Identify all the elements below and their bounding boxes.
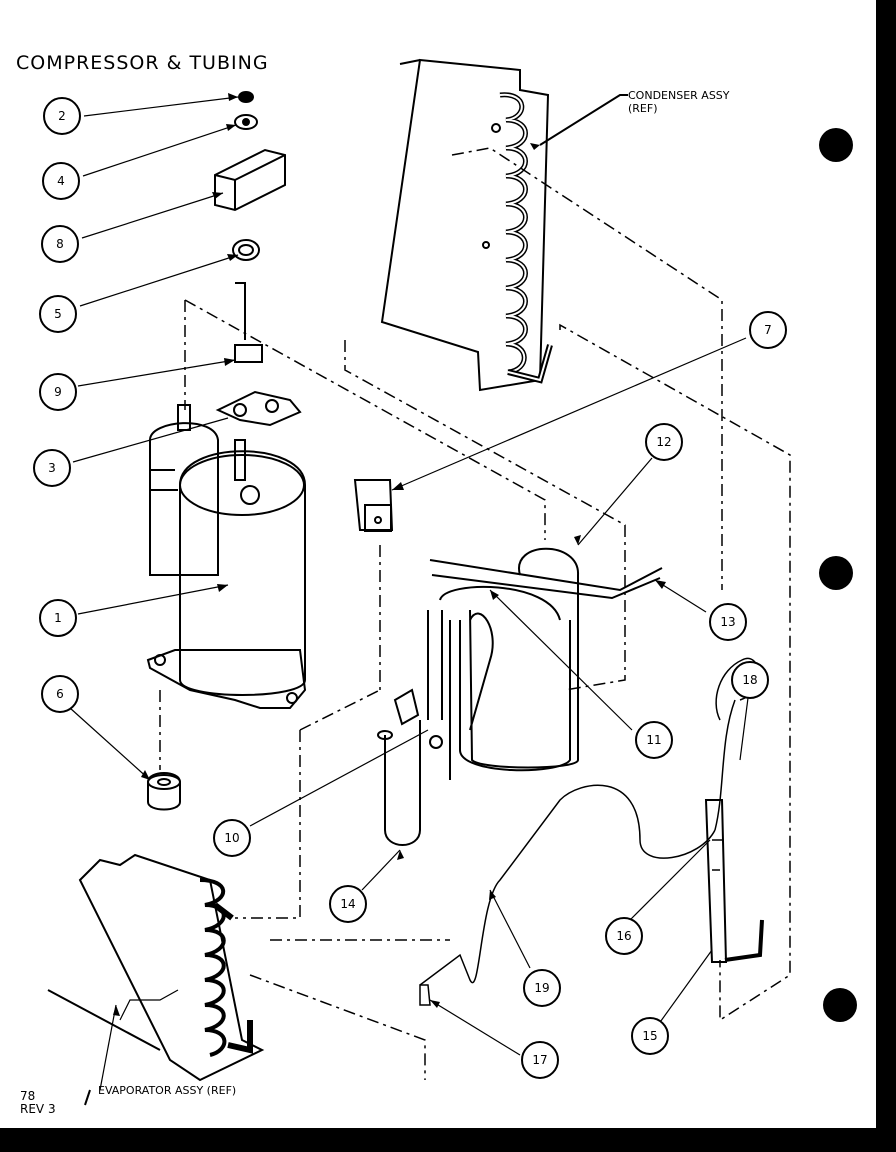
callout-2-number: 2 xyxy=(58,109,66,123)
callout-12-number: 12 xyxy=(656,435,671,449)
callout-5: 5 xyxy=(39,295,77,333)
evaporator-assembly xyxy=(47,853,265,1106)
compressor xyxy=(146,404,307,709)
callout-9-number: 9 xyxy=(54,385,62,399)
callout-18-number: 18 xyxy=(742,673,757,687)
small-parts xyxy=(147,91,302,811)
callout-19-number: 19 xyxy=(534,981,549,995)
callout-15: 15 xyxy=(631,1017,669,1055)
callout-13-number: 13 xyxy=(720,615,735,629)
callout-4: 4 xyxy=(42,162,80,200)
callout-10-number: 10 xyxy=(224,831,239,845)
tubing-assembly xyxy=(377,547,663,846)
callout-17-number: 17 xyxy=(532,1053,547,1067)
callout-6-number: 6 xyxy=(56,687,64,701)
callout-11: 11 xyxy=(635,721,673,759)
callout-18: 18 xyxy=(731,661,769,699)
callout-3-number: 3 xyxy=(48,461,56,475)
callout-14: 14 xyxy=(329,885,367,923)
evaporator-assy-label: EVAPORATOR ASSY (REF) xyxy=(98,1084,236,1097)
condenser-assy-label: CONDENSER ASSY xyxy=(628,89,730,102)
callout-2: 2 xyxy=(43,97,81,135)
callout-9: 9 xyxy=(39,373,77,411)
callout-1: 1 xyxy=(39,599,77,637)
callout-8: 8 xyxy=(41,225,79,263)
condenser-label: CONDENSER ASSY (REF) xyxy=(628,89,730,115)
page-title: COMPRESSOR & TUBING xyxy=(16,52,269,74)
callout-14-number: 14 xyxy=(340,897,355,911)
callout-16-number: 16 xyxy=(616,929,631,943)
callout-10: 10 xyxy=(213,819,251,857)
callout-7-number: 7 xyxy=(764,323,772,337)
callout-6: 6 xyxy=(41,675,79,713)
callout-17: 17 xyxy=(521,1041,559,1079)
callout-5-number: 5 xyxy=(54,307,62,321)
condenser-ref-label: (REF) xyxy=(628,102,658,115)
callout-4-number: 4 xyxy=(57,174,65,188)
callout-1-number: 1 xyxy=(54,611,62,625)
callout-16: 16 xyxy=(605,917,643,955)
callout-13: 13 xyxy=(709,603,747,641)
callout-8-number: 8 xyxy=(56,237,64,251)
condenser-assembly xyxy=(380,58,628,392)
callout-15-number: 15 xyxy=(642,1029,657,1043)
callout-11-number: 11 xyxy=(646,733,661,747)
callout-3: 3 xyxy=(33,449,71,487)
callout-12: 12 xyxy=(645,423,683,461)
callout-19: 19 xyxy=(523,969,561,1007)
revision-label: REV 3 xyxy=(20,1102,56,1116)
page-number: 78 xyxy=(20,1089,36,1103)
callout-7: 7 xyxy=(749,311,787,349)
part-7 xyxy=(353,479,394,532)
